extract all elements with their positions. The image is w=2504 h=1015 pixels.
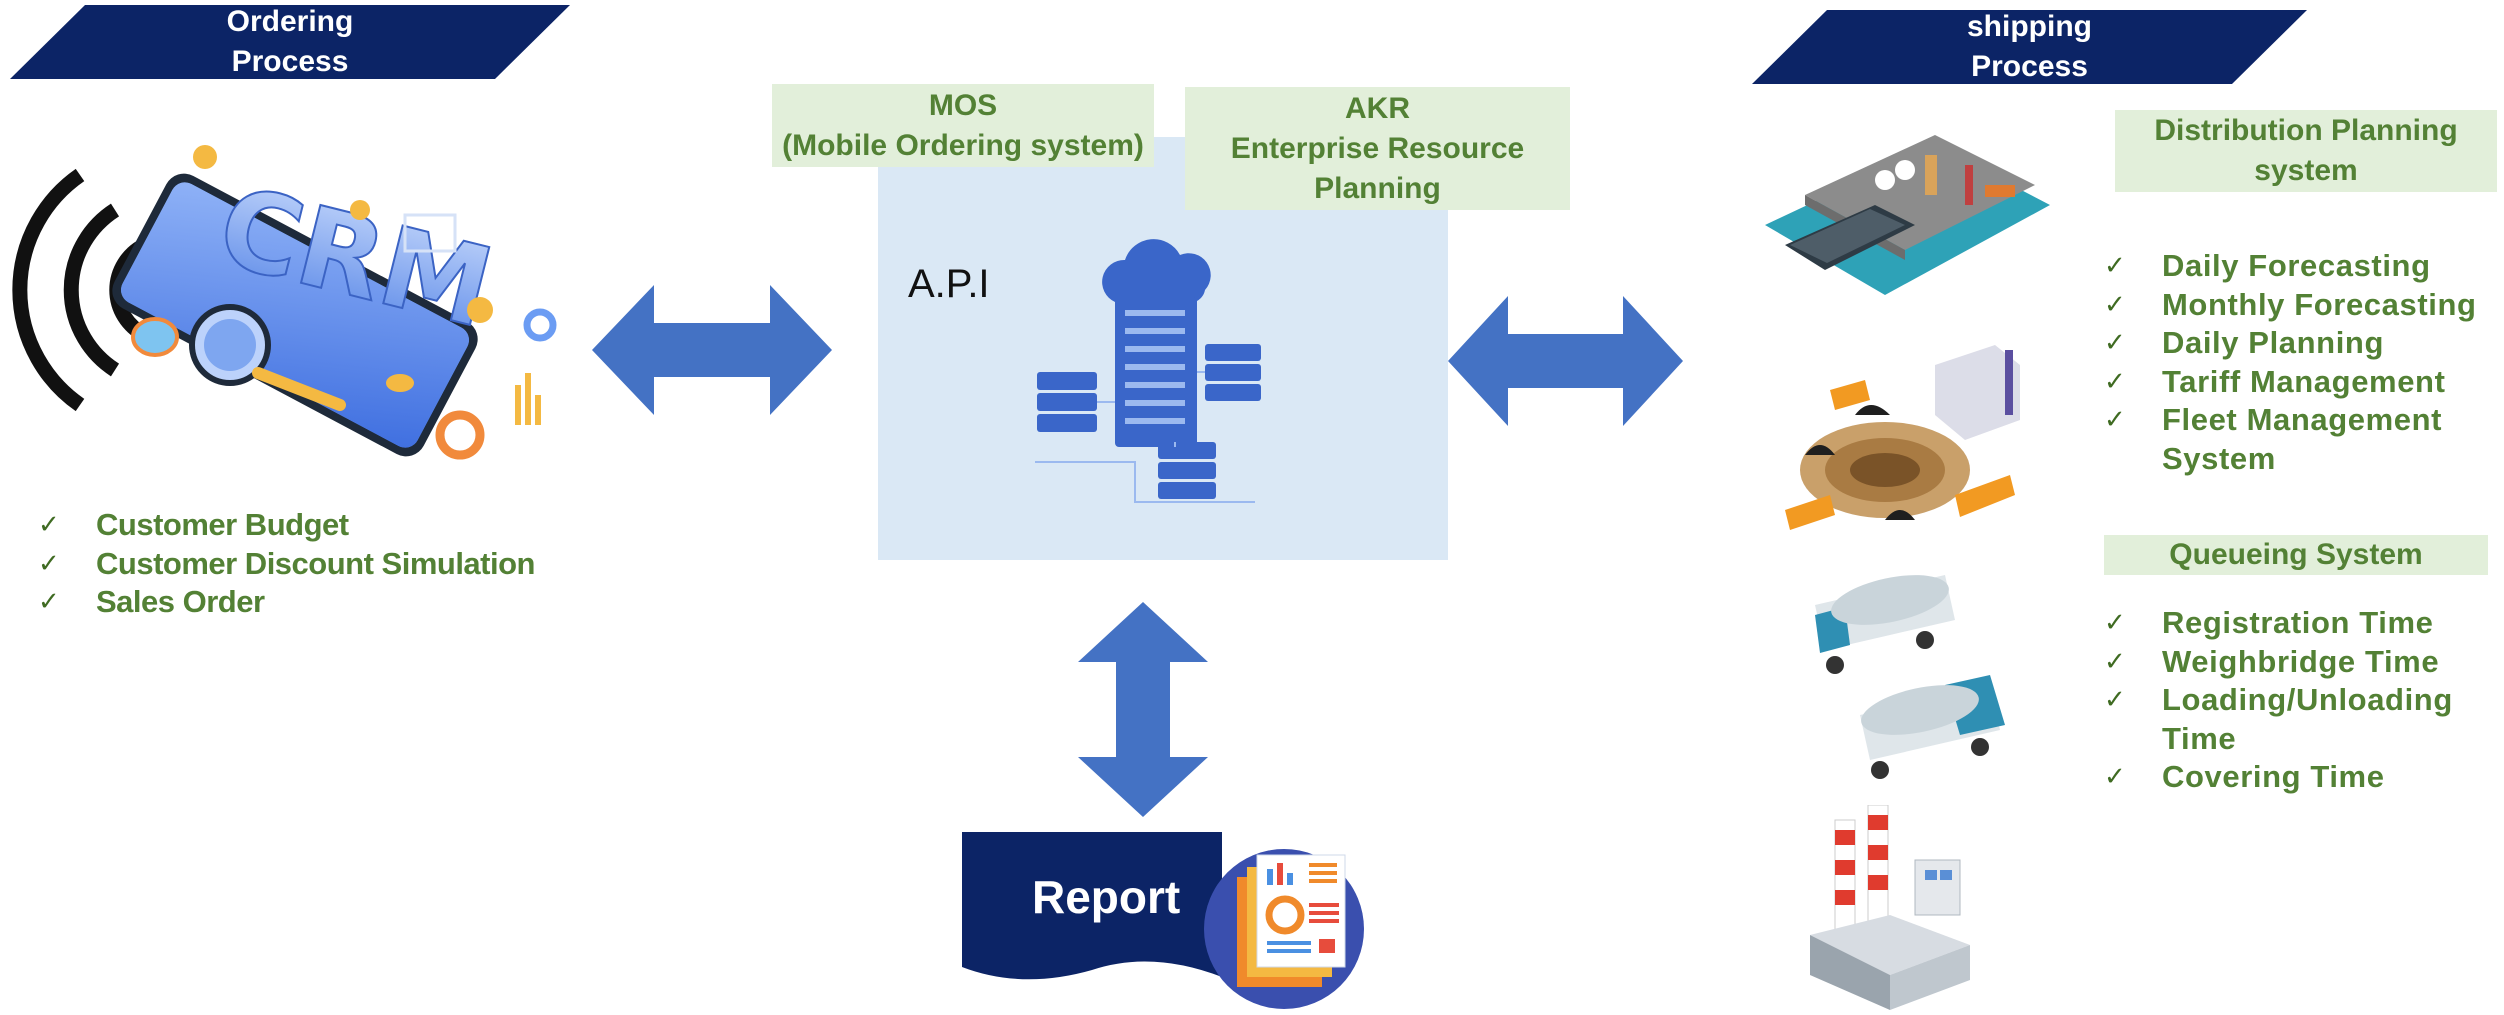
check-icon: ✓ <box>38 548 60 579</box>
report-document-icon <box>1204 849 1364 1009</box>
distribution-line1: Distribution Planning <box>2154 114 2458 147</box>
check-icon: ✓ <box>2104 405 2127 435</box>
list-item: ✓ Sales Order <box>38 583 535 622</box>
list-item: ✓ Customer Discount Simulation <box>38 545 535 584</box>
list-item: ✓ Weighbridge Time <box>2104 643 2504 682</box>
queueing-checklist: ✓ Registration Time ✓ Weighbridge Time ✓ Lo… <box>2104 604 2504 797</box>
phone-icon <box>112 173 478 457</box>
check-icon: ✓ <box>2104 608 2127 638</box>
akr-line2: Enterprise Resource <box>1230 131 1525 165</box>
bar-icon <box>515 373 541 425</box>
mos-label: MOS (Mobile Ordering system) <box>772 84 1154 167</box>
akr-line3: Planning <box>1314 171 1441 205</box>
akr-line1: AKR <box>1345 91 1410 125</box>
list-item-label: Customer Budget <box>96 507 349 542</box>
ordering-banner-line2: Process <box>231 45 349 78</box>
check-icon: ✓ <box>38 587 60 617</box>
check-icon: ✓ <box>2104 366 2127 397</box>
list-item-label: Customer Discount Simulation <box>96 545 535 581</box>
crm-illustration: CRM <box>10 135 565 465</box>
check-icon: ✓ <box>2104 646 2127 677</box>
ordering-checklist: ✓ Customer Budget ✓ Customer Discount Simu… <box>38 506 535 622</box>
list-item: ✓ Registration Time <box>2104 604 2504 643</box>
distribution-checklist: ✓Daily Forecasting ✓Monthly Forecasting … <box>2104 247 2504 478</box>
list-item-label: Registration Time <box>2162 605 2434 640</box>
list-item-label: Daily Forecasting <box>2162 248 2431 283</box>
banner-shape <box>10 5 570 79</box>
shipping-banner-line2: Process <box>1971 50 2088 83</box>
check-icon: ✓ <box>2104 685 2127 715</box>
check-icon: ✓ <box>2104 328 2127 358</box>
list-item: ✓ Monthly Forecasting <box>2104 286 2504 325</box>
check-icon: ✓ <box>38 510 60 540</box>
mining-pit-icon <box>1785 345 2020 530</box>
vertical-double-arrow <box>1078 602 1208 817</box>
report-banner-shape <box>962 832 1222 980</box>
list-item-label: Sales Order <box>96 584 265 619</box>
ordering-banner-line1: Ordering <box>226 5 354 38</box>
list-item: ✓ Daily Planning <box>2104 324 2504 363</box>
mos-line2: (Mobile Ordering system) <box>782 128 1144 162</box>
check-icon: ✓ <box>2104 289 2127 320</box>
list-item: ✓ Fleet Management System <box>2104 401 2504 478</box>
list-item: ✓ Loading/Unloading Time <box>2104 681 2504 758</box>
list-item-label: Monthly Forecasting <box>2162 286 2477 322</box>
banner-shape <box>1752 10 2307 84</box>
list-item: ✓ Covering Time <box>2104 758 2504 797</box>
api-label: A.P.I <box>908 262 990 306</box>
distribution-planning-label: Distribution Planning system <box>2115 110 2497 192</box>
list-item-label: Daily Planning <box>2162 325 2384 360</box>
check-icon: ✓ <box>2104 762 2127 792</box>
list-item: ✓ Daily Forecasting <box>2104 247 2504 286</box>
port-ship-icon <box>1765 135 2050 295</box>
queueing-title: Queueing System <box>2169 538 2423 571</box>
gear-icon <box>193 145 493 323</box>
right-double-arrow <box>1448 296 1683 426</box>
factory-icon <box>1810 805 1970 1010</box>
list-item-label: Tariff Management <box>2162 363 2446 399</box>
left-double-arrow <box>592 285 832 415</box>
magnifier-icon <box>189 304 346 411</box>
check-icon: ✓ <box>2104 251 2127 281</box>
list-item: ✓ Tariff Management <box>2104 363 2504 402</box>
list-item-label: Covering Time <box>2162 759 2385 794</box>
list-item-label: Fleet Management System <box>2162 402 2443 476</box>
akr-label: AKR Enterprise Resource Planning <box>1185 87 1570 210</box>
report-block: Report <box>962 832 1364 1012</box>
shipping-process-banner: shipping Process <box>1752 10 2307 84</box>
ordering-process-banner: Ordering Process <box>10 5 570 79</box>
list-item-label: Loading/Unloading Time <box>2162 682 2453 756</box>
mos-line1: MOS <box>928 88 998 122</box>
shipping-banner-line1: shipping <box>1967 10 2092 43</box>
distribution-line2: system <box>2254 154 2358 187</box>
tanker-trucks-icon <box>1815 575 2005 779</box>
cloud-server-icon <box>1035 239 1261 503</box>
list-item-label: Weighbridge Time <box>2162 643 2440 679</box>
list-item: ✓ Customer Budget <box>38 506 535 545</box>
queueing-system-label: Queueing System <box>2104 535 2488 575</box>
report-label: Report <box>1032 871 1181 923</box>
